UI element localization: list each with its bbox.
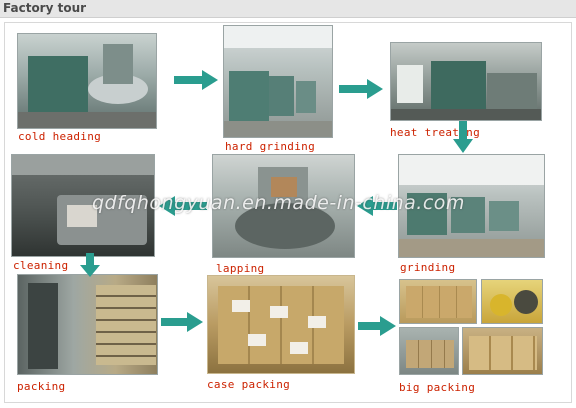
label-case-packing: case packing xyxy=(207,378,291,391)
label-cold-heading: cold heading xyxy=(18,130,102,143)
photo-cold-heading xyxy=(17,33,157,129)
page-title: Factory tour xyxy=(3,1,87,15)
label-grinding: grinding xyxy=(400,261,456,274)
tour-frame xyxy=(4,22,572,403)
arrow-to-lapping xyxy=(357,196,397,216)
header-divider xyxy=(0,17,576,18)
arrow-to-heat-treating xyxy=(339,79,383,99)
photo-case-packing xyxy=(207,275,355,374)
photo-big-packing-2 xyxy=(481,279,543,324)
photo-big-packing-4 xyxy=(462,327,543,375)
photo-big-packing-3 xyxy=(399,327,459,375)
photo-lapping xyxy=(212,154,355,258)
watermark-text: qdfqhongyuan.en.made-in-china.com xyxy=(92,192,465,214)
photo-packing xyxy=(17,274,158,375)
label-big-packing: big packing xyxy=(399,381,476,394)
photo-hard-grinding xyxy=(223,25,333,138)
label-hard-grinding: hard grinding xyxy=(225,140,315,153)
arrow-to-case-packing xyxy=(161,312,203,332)
arrow-to-hard-grinding xyxy=(174,70,218,90)
arrow-to-big-packing xyxy=(358,316,396,336)
arrow-to-cleaning xyxy=(159,196,207,216)
photo-heat-treating xyxy=(390,42,542,121)
photo-grinding xyxy=(398,154,545,258)
arrow-to-grinding xyxy=(453,121,473,153)
photo-big-packing-1 xyxy=(399,279,477,324)
label-cleaning: cleaning xyxy=(13,259,69,272)
arrow-to-packing xyxy=(80,253,100,277)
label-packing: packing xyxy=(17,380,66,393)
header-bar: Factory tour xyxy=(0,0,576,17)
label-heat-treating: heat treating xyxy=(390,126,480,139)
label-lapping: lapping xyxy=(216,262,265,275)
photo-cleaning xyxy=(11,154,155,257)
